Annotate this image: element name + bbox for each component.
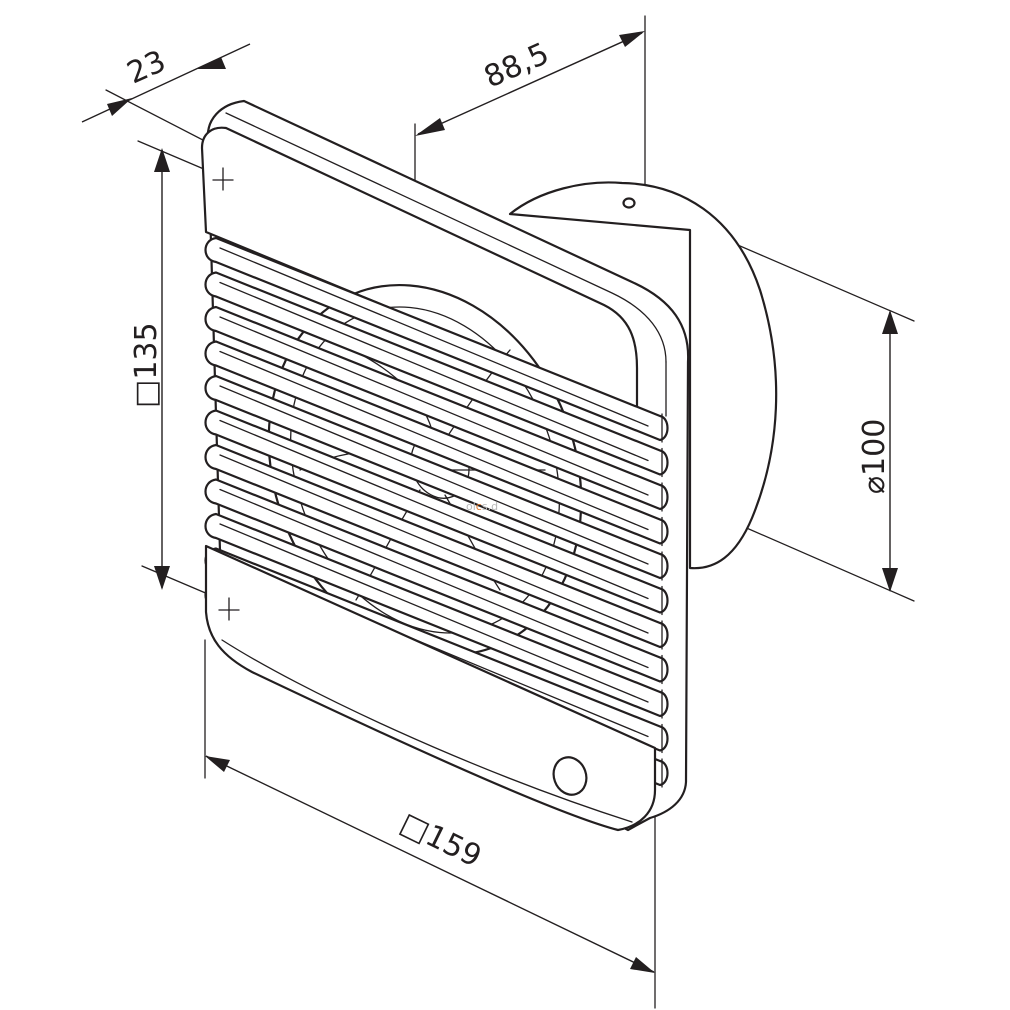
- louver-slat: [204, 236, 669, 442]
- louver-slats: [204, 236, 669, 788]
- bottom-cap: [204, 544, 657, 832]
- dimension-depth-total: 88,5: [415, 31, 645, 136]
- louver-slat-edge: [219, 385, 649, 565]
- louver-slat-edge: [219, 316, 649, 496]
- dimension-height: □135: [129, 148, 170, 590]
- depth-total-label: 88,5: [479, 36, 554, 95]
- dimension-duct-diameter: ⌀100: [857, 310, 898, 592]
- pull-cord-hole: [552, 756, 588, 796]
- louver-slat-edge: [219, 488, 649, 669]
- louver-slat: [204, 512, 669, 718]
- duct-diameter-label: ⌀100: [857, 419, 892, 494]
- louver-slat-edge: [219, 350, 649, 531]
- louver-slat-edge: [219, 523, 649, 703]
- duct-cylinder: [508, 181, 778, 570]
- louver-slat-edge: [219, 419, 649, 600]
- louver-slat: [204, 443, 669, 649]
- louver-slat: [204, 340, 669, 545]
- top-cap: [200, 126, 639, 412]
- louver-slat: [204, 305, 669, 511]
- louver-slat-edge: [219, 454, 649, 634]
- louver-slat: [204, 374, 669, 580]
- louver-slat-edge: [219, 247, 649, 427]
- louver-slat: [204, 271, 669, 476]
- louver-slat: [204, 478, 669, 683]
- height-label: □135: [129, 322, 164, 408]
- louver-slat: [204, 409, 669, 614]
- watermark: olcs.d: [466, 500, 498, 513]
- width-label: □159: [394, 806, 486, 875]
- louver-slat-edge: [219, 281, 649, 462]
